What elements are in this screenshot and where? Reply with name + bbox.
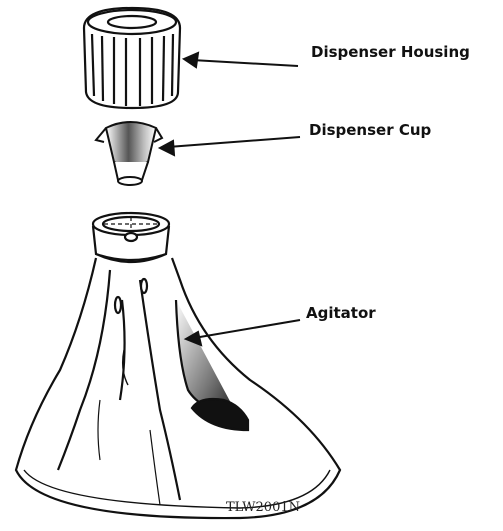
dispenser-housing-icon <box>84 8 180 108</box>
label-agitator: Agitator <box>306 304 376 322</box>
figure-code: TLW2001N <box>226 500 300 515</box>
label-dispenser-housing: Dispenser Housing <box>311 43 470 61</box>
arrow-cup <box>160 137 300 155</box>
dispenser-cup-icon <box>96 122 162 185</box>
label-dispenser-cup: Dispenser Cup <box>309 121 431 139</box>
agitator-icon <box>16 213 340 518</box>
arrow-housing <box>184 53 298 67</box>
arrow-agitator <box>186 320 300 345</box>
